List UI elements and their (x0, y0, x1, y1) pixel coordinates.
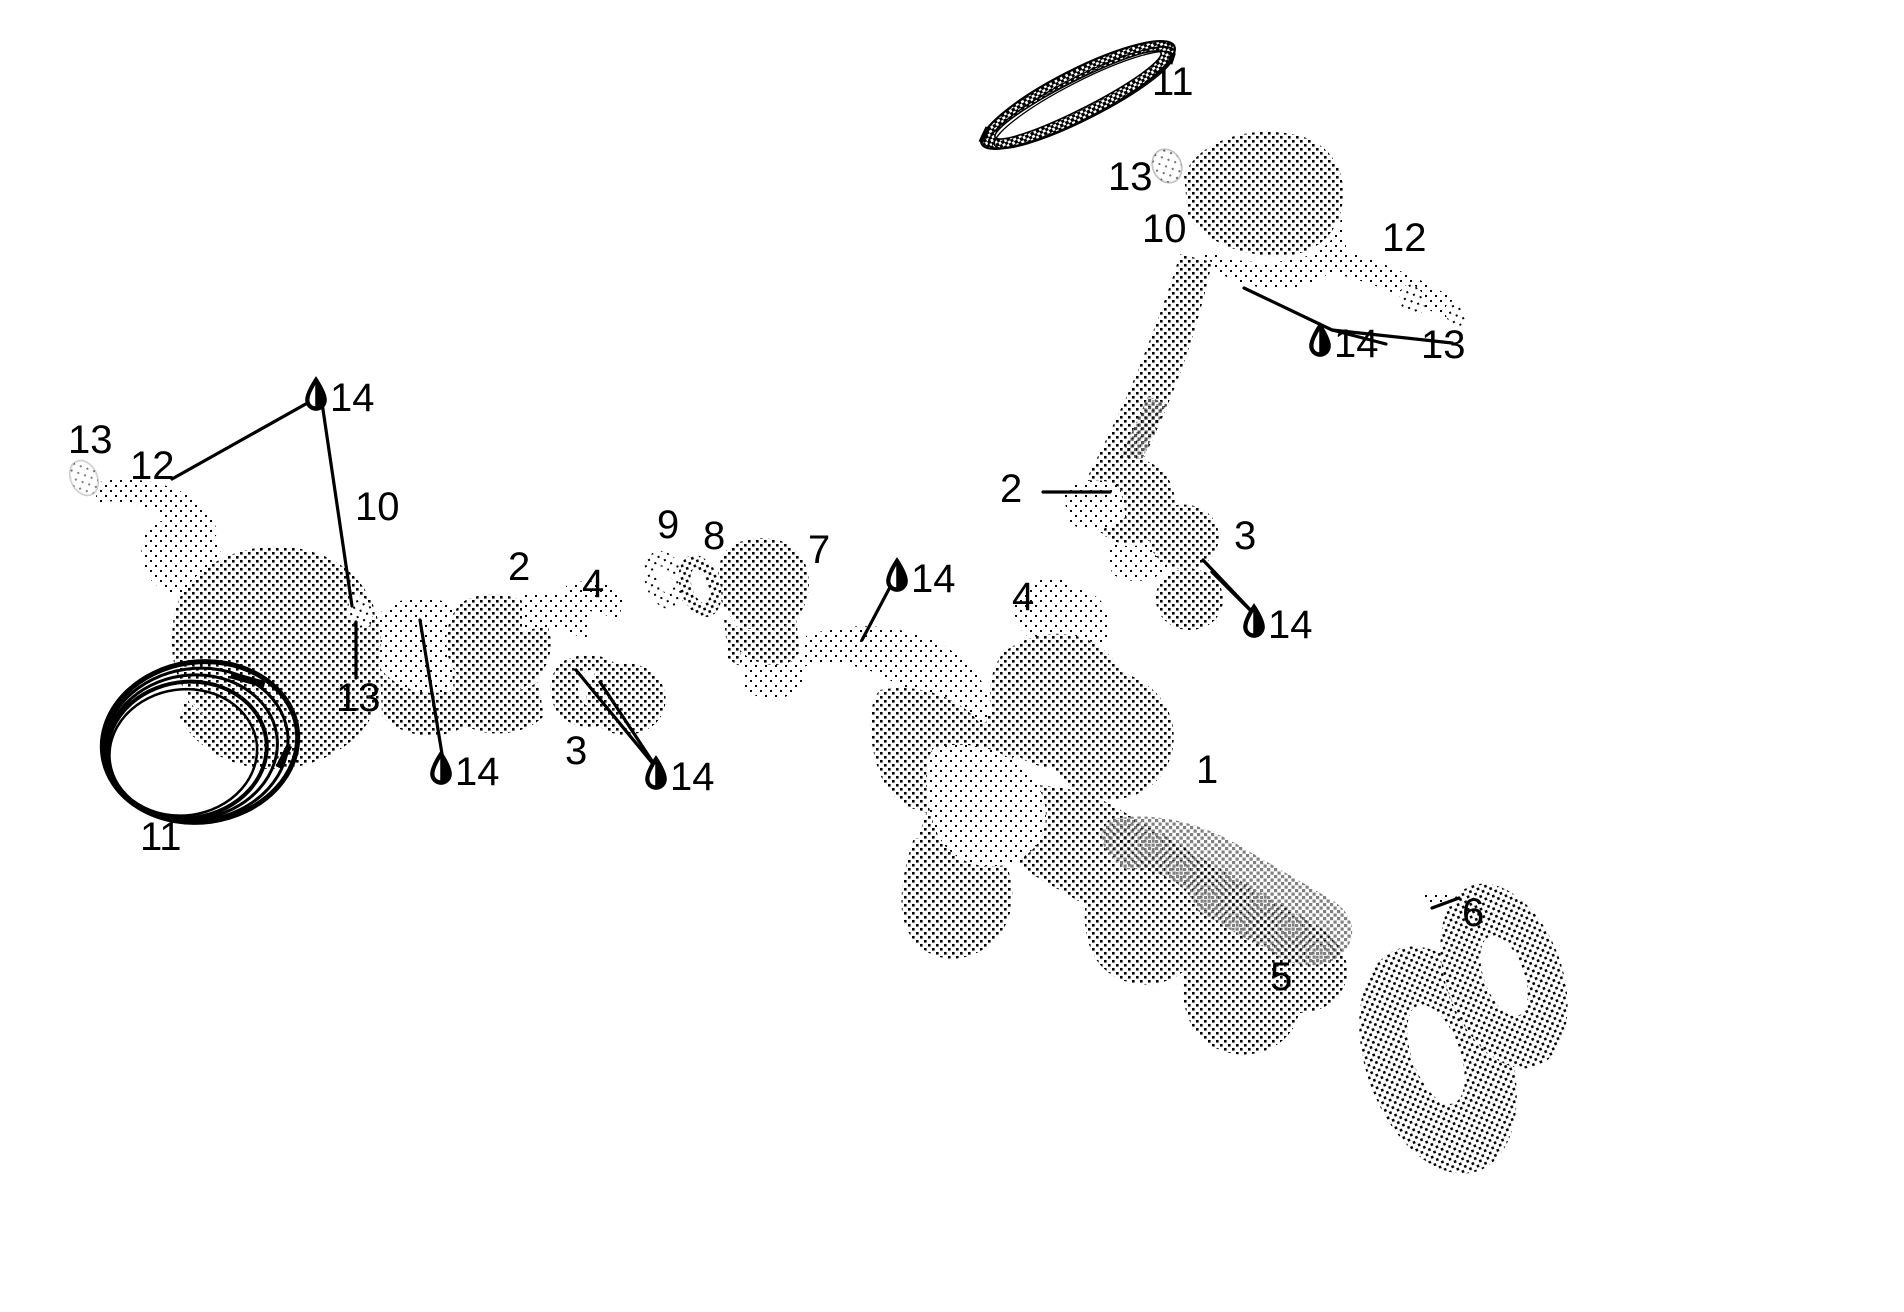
part-bearing-shell-right (1149, 504, 1224, 630)
part-piston-head-left (172, 546, 381, 770)
callout-13: 13 (1421, 323, 1466, 365)
callout-number: 13 (336, 676, 381, 721)
callout-3: 3 (1234, 514, 1256, 556)
leader-line (1330, 328, 1454, 345)
callout-9: 9 (657, 503, 679, 545)
callout-number: 7 (808, 528, 831, 573)
callout-6: 6 (1462, 891, 1484, 933)
callout-13: 13 (68, 418, 113, 460)
part-circlip-right (1399, 284, 1425, 316)
callout-14-lubrication: 14 (303, 376, 375, 420)
callout-12: 12 (130, 444, 175, 486)
callout-12: 12 (1382, 216, 1427, 258)
callout-number: 2 (1000, 467, 1023, 512)
callout-14-lubrication: 14 (884, 557, 956, 601)
part-piston-pin-upper (1322, 248, 1465, 327)
callout-number: 3 (565, 729, 588, 774)
callout-number: 6 (1462, 891, 1485, 936)
callout-number: 10 (1142, 207, 1187, 252)
callout-number: 12 (130, 444, 175, 489)
leader-line (1242, 286, 1334, 332)
part-circlip-left-lower (347, 595, 373, 629)
callout-5: 5 (1270, 955, 1292, 997)
oil-drop-icon (1241, 602, 1267, 646)
callout-11: 11 (140, 815, 182, 857)
callout-number: 12 (1382, 216, 1427, 261)
callout-14-lubrication: 14 (428, 750, 500, 794)
part-connecting-rod-cap (717, 537, 809, 699)
leader-line (1430, 896, 1461, 910)
callout-3: 3 (565, 729, 587, 771)
callout-number: 1 (1196, 748, 1219, 793)
leader-line (418, 618, 446, 768)
callout-13: 13 (336, 676, 381, 718)
leader-line (574, 668, 660, 772)
callout-10: 10 (1142, 207, 1187, 249)
callout-number: 13 (68, 418, 113, 463)
part-counterweight-center (562, 581, 624, 622)
oil-drop-icon (1307, 321, 1333, 365)
callout-number: 14 (911, 557, 956, 602)
callout-14-lubrication: 14 (1241, 603, 1313, 647)
callout-number: 10 (355, 485, 400, 530)
callout-14-lubrication: 14 (1307, 322, 1379, 366)
part-circlip-upper-right (1151, 148, 1183, 184)
callout-8: 8 (703, 514, 725, 556)
callout-10: 10 (355, 485, 400, 527)
oil-drop-icon (643, 754, 669, 798)
part-piston-ring-set-left (99, 659, 301, 825)
callout-2: 2 (508, 545, 530, 587)
callout-number: 14 (455, 750, 500, 795)
leader-line (170, 394, 322, 481)
callout-number: 9 (657, 503, 680, 548)
callout-number: 14 (1334, 322, 1379, 367)
callout-number: 13 (1108, 155, 1153, 200)
callout-number: 14 (670, 755, 715, 800)
callout-number: 8 (703, 514, 726, 559)
callout-1: 1 (1196, 748, 1218, 790)
part-crankshaft-main (901, 588, 1353, 1055)
part-crank-web-center (370, 592, 590, 736)
oil-drop-icon (303, 375, 329, 419)
part-piston-ring-set-upper (978, 40, 1176, 150)
callout-number: 4 (582, 562, 605, 607)
part-bushing (678, 554, 722, 618)
callout-number: 11 (140, 815, 182, 860)
callout-7: 7 (808, 528, 830, 570)
callout-number: 14 (330, 376, 375, 421)
part-piston-head-upper (1078, 131, 1346, 510)
callout-4: 4 (1012, 575, 1034, 617)
part-circlip-left (68, 459, 100, 497)
callout-number: 4 (1012, 575, 1035, 620)
leader-line (598, 680, 660, 772)
part-connecting-rod-shank (800, 626, 1046, 867)
callout-number: 11 (1152, 60, 1194, 105)
callout-11: 11 (1152, 60, 1194, 102)
callout-number: 2 (508, 545, 531, 590)
part-flywheel-hub (1424, 883, 1568, 1069)
callout-4: 4 (582, 562, 604, 604)
callout-14-lubrication: 14 (643, 755, 715, 799)
callout-13: 13 (1108, 155, 1153, 197)
part-washer (643, 550, 687, 610)
oil-drop-icon (428, 749, 454, 793)
callout-2: 2 (1000, 467, 1022, 509)
callout-number: 5 (1270, 955, 1293, 1000)
callout-number: 14 (1268, 603, 1313, 648)
oil-drop-icon (884, 556, 910, 600)
callout-number: 13 (1421, 323, 1466, 368)
leader-line (319, 394, 354, 608)
callout-number: 3 (1234, 514, 1257, 559)
